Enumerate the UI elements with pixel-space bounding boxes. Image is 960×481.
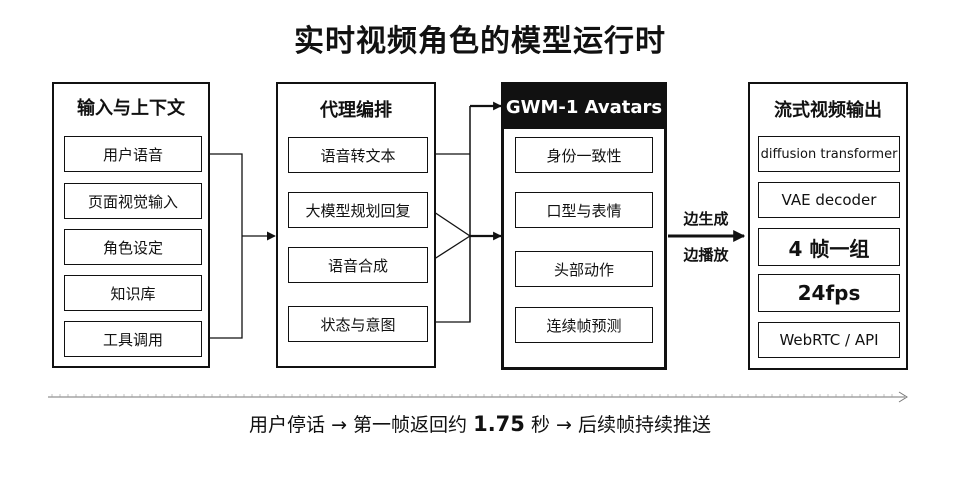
gwm-item-head-motion: 头部动作 [515,251,653,287]
streaming-output-panel: 流式视频输出 diffusion transformer VAE decoder… [748,82,908,370]
output-item-vae: VAE decoder [758,182,900,218]
input-item-persona: 角色设定 [64,229,202,265]
output-item-fps: 24fps [758,274,900,312]
input-item-visual: 页面视觉输入 [64,183,202,219]
orchestration-panel: 代理编排 语音转文本 大模型规划回复 语音合成 状态与意图 [276,82,436,368]
output-item-webrtc: WebRTC / API [758,322,900,358]
flow-label-generate: 边生成 [683,210,729,228]
orch-item-state: 状态与意图 [288,306,428,342]
timeline-axis [48,391,908,403]
connector-input-bus [202,153,243,339]
timeline-caption: 用户停话 → 第一帧返回约 1.75 秒 → 后续帧持续推送 [0,410,960,437]
timeline-latency-value: 1.75 [473,412,525,436]
orch-item-llm: 大模型规划回复 [288,192,428,228]
input-item-tools: 工具调用 [64,321,202,357]
input-context-header: 输入与上下文 [77,98,185,119]
gwm-avatars-header: GWM-1 Avatars [504,85,664,129]
gwm-item-frame-prediction: 连续帧预测 [515,307,653,343]
flow-label-play: 边播放 [683,246,729,264]
timeline-text-end: 秒 → 后续帧持续推送 [524,414,711,436]
gwm-item-lipsync: 口型与表情 [515,192,653,228]
gwm-item-identity: 身份一致性 [515,137,653,173]
orch-item-stt: 语音转文本 [288,137,428,173]
input-item-voice: 用户语音 [64,136,202,172]
orch-item-tts: 语音合成 [288,247,428,283]
gwm-avatars-panel: GWM-1 Avatars 身份一致性 口型与表情 头部动作 连续帧预测 [501,82,667,370]
output-item-frames-per-group: 4 帧一组 [758,228,900,266]
output-item-diffusion: diffusion transformer [758,136,900,172]
page-title: 实时视频角色的模型运行时 [294,24,666,59]
input-item-knowledge: 知识库 [64,275,202,311]
streaming-output-header: 流式视频输出 [774,100,882,121]
orchestration-header: 代理编排 [320,100,392,121]
timeline-text-start: 用户停话 → 第一帧返回约 [249,414,474,436]
input-context-panel: 输入与上下文 用户语音 页面视觉输入 角色设定 知识库 工具调用 [52,82,210,368]
